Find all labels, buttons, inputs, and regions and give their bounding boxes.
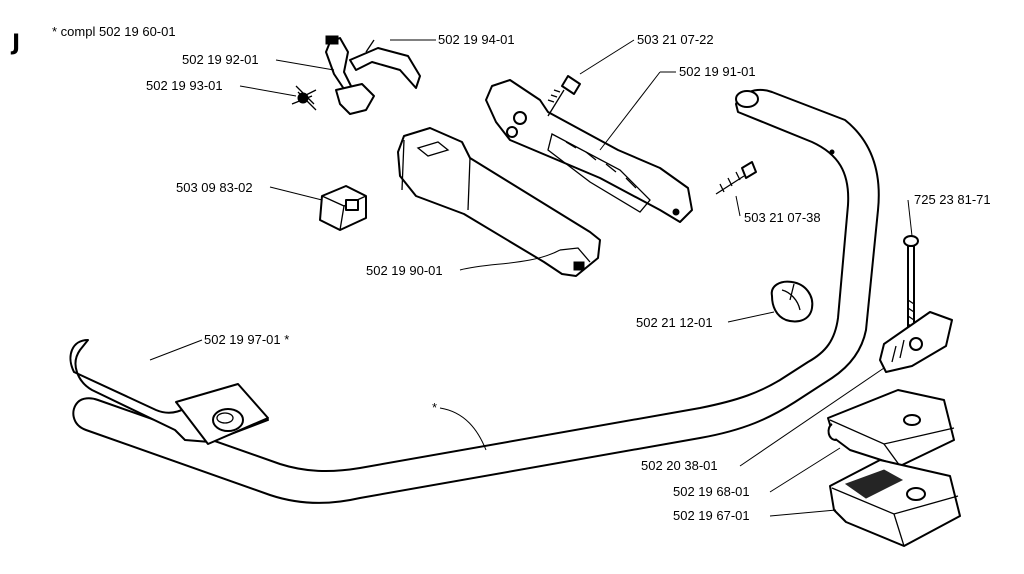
rubber-bushing <box>770 280 814 323</box>
handlebar-tube <box>72 88 880 504</box>
stop-switch <box>319 185 367 231</box>
screw-503-21-07-22 <box>547 75 581 117</box>
left-grip <box>69 339 269 445</box>
label-star: * <box>432 400 437 415</box>
throttle-trigger <box>349 39 421 89</box>
label-503-21-07-22: 503 21 07-22 <box>637 32 714 47</box>
assembly-note: * compl 502 19 60-01 <box>52 24 176 39</box>
label-502-19-92-01: 502 19 92-01 <box>182 52 259 67</box>
label-502-19-94-01: 502 19 94-01 <box>438 32 515 47</box>
label-502-21-12-01: 502 21 12-01 <box>636 315 713 330</box>
label-502-19-93-01: 502 19 93-01 <box>146 78 223 93</box>
label-725-23-81-71: 725 23 81-71 <box>914 192 991 207</box>
upper-clamp <box>827 389 955 467</box>
leader-lines <box>149 39 913 517</box>
label-502-19-90-01: 502 19 90-01 <box>366 263 443 278</box>
spring <box>291 83 375 115</box>
handle-upper-half <box>485 79 693 223</box>
throttle-lockout <box>325 35 353 93</box>
section-letter: J <box>10 31 20 56</box>
lower-clamp <box>829 459 961 547</box>
label-502-19-97-01: 502 19 97-01 * <box>204 332 289 347</box>
handle-lower-half <box>397 127 601 277</box>
label-503-09-83-02: 503 09 83-02 <box>176 180 253 195</box>
label-502-19-67-01: 502 19 67-01 <box>673 508 750 523</box>
label-502-19-68-01: 502 19 68-01 <box>673 484 750 499</box>
bolt <box>903 235 919 331</box>
label-502-19-91-01: 502 19 91-01 <box>679 64 756 79</box>
label-502-20-38-01: 502 20 38-01 <box>641 458 718 473</box>
screw-503-21-07-38 <box>715 161 757 195</box>
knob <box>879 311 953 373</box>
label-503-21-07-38: 503 21 07-38 <box>744 210 821 225</box>
